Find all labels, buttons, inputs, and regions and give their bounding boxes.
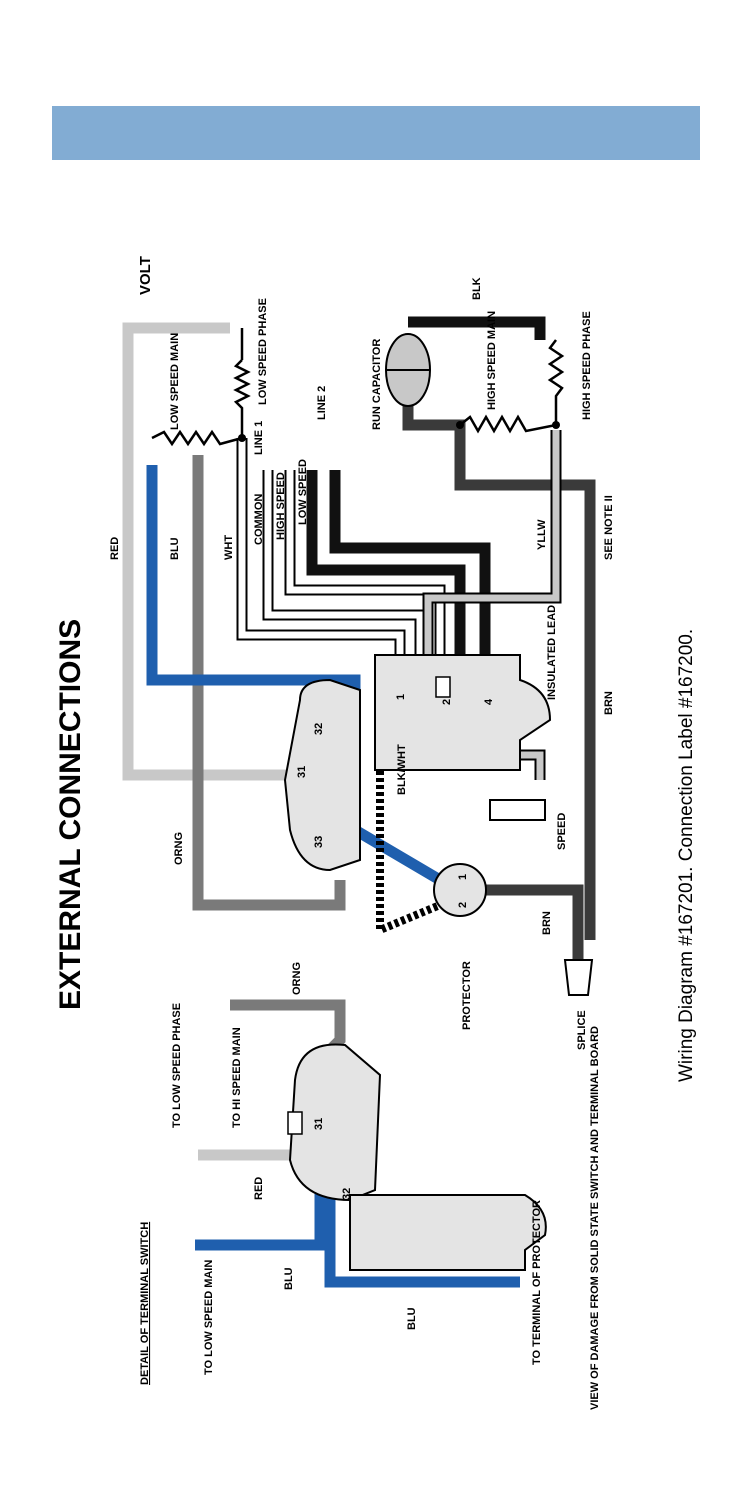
inset-view-note: VIEW OF DAMAGE FROM SOLID STATE SWITCH A… (589, 1026, 601, 1410)
high-speed-phase-coil (547, 339, 565, 425)
terminal-label-1: 1 (395, 694, 407, 700)
wiring-caption: Wiring Diagram #167201. Connection Label… (676, 629, 697, 1082)
switch-term-31: 31 (296, 766, 308, 778)
label-brn-2: BRN (541, 911, 553, 935)
inset-term-32: 32 (341, 1188, 353, 1200)
inset-label-blu-1: BLU (283, 1267, 295, 1290)
line2-wire (329, 470, 491, 690)
inset-label-to-hi-speed-main: TO HI SPEED MAIN (231, 1027, 243, 1128)
label-high-speed: HIGH SPEED (275, 472, 287, 540)
diagram-title: EXTERNAL CONNECTIONS (54, 619, 87, 1010)
terminal-label-4: 4 (483, 698, 495, 705)
protector-term-2: 2 (457, 902, 469, 908)
inset-blue-wire-2 (324, 1185, 520, 1288)
label-common: COMMON (253, 494, 265, 545)
label-speed: SPEED (556, 813, 568, 850)
high-speed-main-coil (459, 414, 557, 434)
protector (433, 863, 487, 917)
terminal-switch (283, 678, 361, 872)
label-wht: WHT (223, 535, 235, 560)
label-splice: SPLICE (576, 1010, 588, 1050)
label-blu: BLU (169, 537, 181, 560)
splice (563, 959, 594, 996)
inset-board (349, 1194, 547, 1271)
terminal-label-2: 2 (441, 699, 453, 705)
label-orng: ORNG (173, 832, 185, 865)
speed-switch (489, 799, 546, 821)
low-speed-wire (306, 470, 466, 680)
label-insulated-lead: INSULATED LEAD (546, 605, 558, 700)
header-band (52, 106, 700, 160)
inset-term-31: 31 (313, 1118, 325, 1130)
label-high-speed-phase: HIGH SPEED PHASE (581, 311, 593, 420)
label-volt: VOLT (137, 256, 154, 295)
label-see-note: SEE NOTE II (603, 495, 615, 560)
inset-label-blu-2: BLU (406, 1307, 418, 1330)
low-speed-main-coil (151, 429, 243, 447)
label-yllw: YLLW (536, 519, 548, 550)
inset-title: DETAIL OF TERMINAL SWITCH (139, 1222, 151, 1385)
protector-term-1: 1 (457, 874, 469, 880)
inset-blue-wire-1 (195, 1180, 326, 1251)
label-run-capacitor: RUN CAPACITOR (371, 339, 383, 430)
red-wire (122, 322, 300, 781)
label-line2: LINE 2 (316, 386, 328, 420)
label-brn-1: BRN (603, 691, 615, 715)
inset-label-orng: ORNG (291, 962, 303, 995)
label-low-speed-main: LOW SPEED MAIN (169, 333, 181, 430)
switch-term-32: 32 (313, 723, 325, 735)
label-blk: BLK (471, 277, 483, 300)
inset-label-to-low-speed-phase: TO LOW SPEED PHASE (171, 1003, 183, 1128)
label-red: RED (109, 537, 121, 560)
black-wire (408, 316, 546, 340)
label-low-speed-phase: LOW SPEED PHASE (257, 298, 269, 405)
label-low-speed: LOW SPEED (297, 459, 309, 525)
inset-switch (288, 1043, 382, 1202)
label-line1: LINE 1 (253, 421, 265, 455)
inset-label-red: RED (253, 1177, 265, 1200)
label-high-speed-main: HIGH SPEED MAIN (486, 311, 498, 410)
blue-wire (146, 465, 443, 885)
brown-wire (480, 884, 584, 960)
capacitor-wire (402, 395, 596, 940)
inset-label-to-low-speed-main: TO LOW SPEED MAIN (203, 1260, 215, 1375)
inset-label-to-terminal-protector: TO TERMINAL OF PROTECTOR (531, 1200, 543, 1365)
terminal-board (374, 654, 552, 771)
label-protector: PROTECTOR (461, 961, 473, 1030)
low-speed-phase-coil (233, 359, 251, 438)
label-blk-wht: BLK/WHT (396, 744, 408, 795)
switch-term-33: 33 (313, 836, 325, 848)
